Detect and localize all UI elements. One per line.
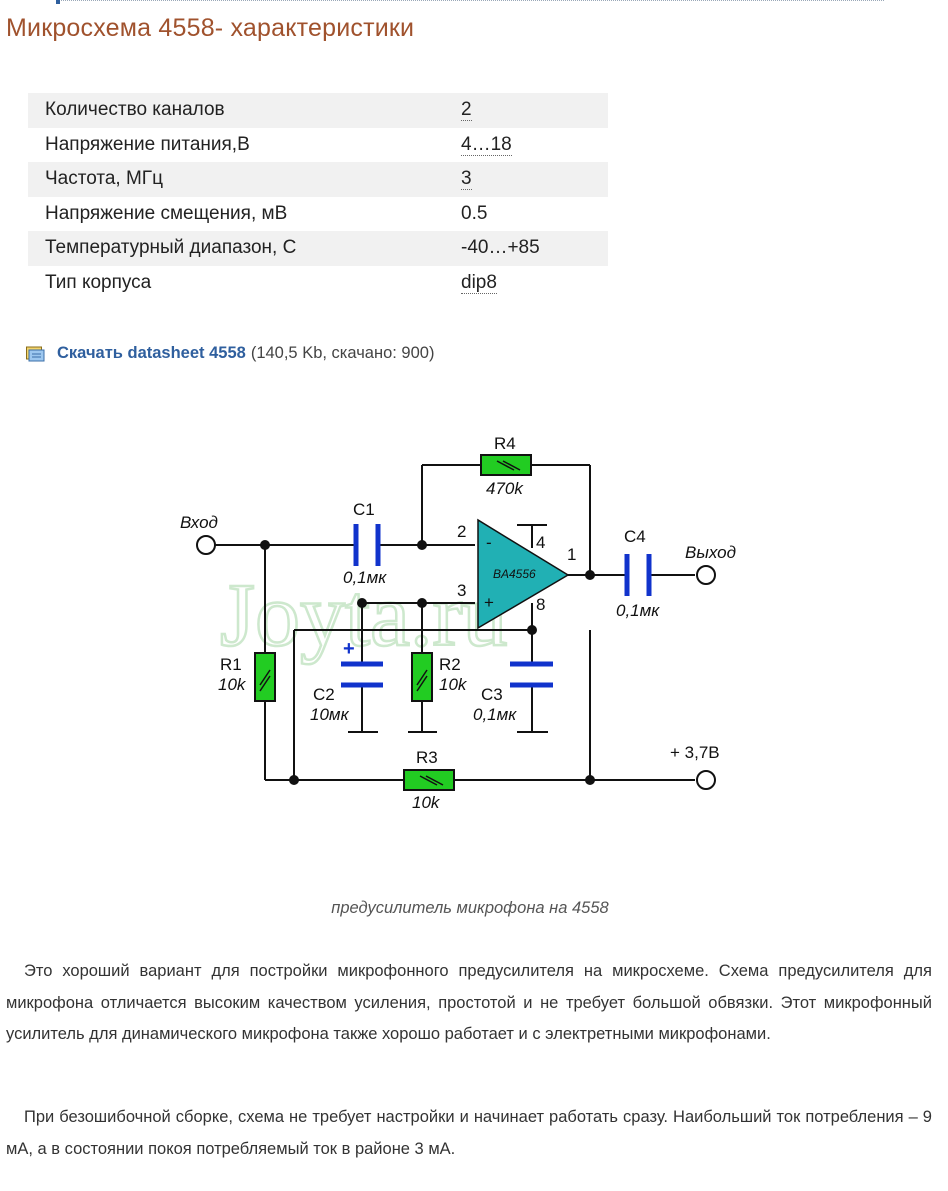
- resistor-r4: [480, 454, 532, 476]
- opamp-minus: -: [486, 533, 492, 552]
- junction-dot: [527, 625, 537, 635]
- c2-value: 10мк: [310, 705, 350, 724]
- spec-value: dip8: [461, 266, 608, 301]
- resistor-r3: [403, 769, 455, 791]
- junction-dot: [585, 775, 595, 785]
- spec-value-link[interactable]: 3: [461, 168, 472, 191]
- table-row: Тип корпуса dip8: [28, 266, 608, 301]
- schematic-labels: Вход Выход + 3,7В R4 470k C1 0,1мк C4 0,…: [180, 434, 736, 812]
- spec-label: Частота, МГц: [28, 162, 461, 197]
- resistor-r1: [254, 652, 276, 702]
- pin-1-label: 1: [567, 545, 576, 564]
- capacitor-c3: [510, 661, 553, 688]
- junction-dot: [357, 598, 367, 608]
- c3-name: C3: [481, 685, 503, 704]
- spec-table: Количество каналов 2 Напряжение питания,…: [28, 93, 608, 300]
- top-divider: [56, 0, 884, 1]
- junction-dot: [585, 570, 595, 580]
- r4-name: R4: [494, 434, 516, 453]
- resistor-r2: [411, 652, 433, 702]
- spec-value-link[interactable]: dip8: [461, 271, 497, 294]
- input-label: Вход: [180, 513, 218, 532]
- opamp-chip-label: BA4556: [493, 567, 536, 581]
- input-terminal: [196, 535, 216, 555]
- opamp-triangle: [477, 518, 570, 630]
- download-meta: (140,5 Kb, скачано: 900): [250, 344, 435, 362]
- pin-3-label: 3: [457, 581, 466, 600]
- r3-value: 10k: [412, 793, 441, 812]
- opamp-plus: +: [484, 593, 494, 612]
- spec-value: -40…+85: [461, 231, 608, 266]
- download-datasheet-link[interactable]: Скачать datasheet 4558: [57, 344, 246, 362]
- spec-label: Количество каналов: [28, 93, 461, 128]
- capacitor-c4: [624, 554, 652, 596]
- page-title: Микросхема 4558- характеристики: [6, 14, 415, 42]
- supply-label: + 3,7В: [670, 743, 720, 762]
- spec-value: 2: [461, 93, 608, 128]
- output-terminal: [696, 565, 716, 585]
- download-row: Скачать datasheet 4558 (140,5 Kb, скачан…: [26, 344, 434, 363]
- pin-4-label: 4: [536, 533, 545, 552]
- figure-caption: предусилитель микрофона на 4558: [331, 899, 609, 917]
- supply-terminal: [696, 770, 716, 790]
- spec-label: Напряжение питания,В: [45, 133, 250, 155]
- c1-name: C1: [353, 500, 375, 519]
- spec-value: 3: [461, 162, 608, 197]
- r1-value: 10k: [218, 675, 247, 694]
- spec-value-link[interactable]: 4…18: [461, 133, 512, 156]
- wires: [214, 464, 695, 781]
- junction-dot: [417, 598, 427, 608]
- junctions: [260, 540, 595, 785]
- paragraph: Это хороший вариант для постройки микроф…: [6, 962, 932, 1043]
- c4-name: C4: [624, 527, 646, 546]
- table-row: Напряжение питания,В 4…18: [28, 128, 608, 163]
- r4-value: 470k: [486, 479, 524, 498]
- spec-label: Тип корпуса: [45, 271, 152, 293]
- pin-8-label: 8: [536, 595, 545, 614]
- c3-value: 0,1мк: [473, 705, 517, 724]
- spec-label: Температурный диапазон, С: [28, 231, 461, 266]
- r1-name: R1: [220, 655, 242, 674]
- spec-value: 0.5: [461, 202, 488, 224]
- junction-dot: [289, 775, 299, 785]
- table-row: Частота, МГц 3: [28, 162, 608, 197]
- capacitor-c1: [353, 524, 381, 566]
- c4-value: 0,1мк: [616, 601, 660, 620]
- output-label: Выход: [685, 543, 736, 562]
- c1-value: 0,1мк: [343, 568, 387, 587]
- spec-label: Напряжение смещения, мВ: [45, 202, 288, 224]
- r2-value: 10k: [439, 675, 468, 694]
- spec-value-link[interactable]: 2: [461, 99, 472, 122]
- table-row: Количество каналов 2: [28, 93, 608, 128]
- r3-name: R3: [416, 748, 438, 767]
- file-download-icon[interactable]: [26, 346, 46, 362]
- capacitor-c2: [341, 661, 383, 688]
- pin-2-label: 2: [457, 522, 466, 541]
- top-marker: [56, 0, 60, 4]
- r2-name: R2: [439, 655, 461, 674]
- watermark: Joyta.ru: [220, 566, 507, 665]
- junction-dot: [260, 540, 270, 550]
- table-row: Напряжение смещения, мВ 0.5: [28, 197, 608, 232]
- c2-name: C2: [313, 685, 335, 704]
- table-row: Температурный диапазон, С -40…+85: [28, 231, 608, 266]
- spec-value: 4…18: [461, 128, 608, 163]
- c2-polarity: +: [343, 638, 355, 660]
- junction-dot: [417, 540, 427, 550]
- preamp-schematic: Joyta.ru: [180, 434, 736, 812]
- paragraph: При безошибочной сборке, схема не требуе…: [6, 1108, 932, 1158]
